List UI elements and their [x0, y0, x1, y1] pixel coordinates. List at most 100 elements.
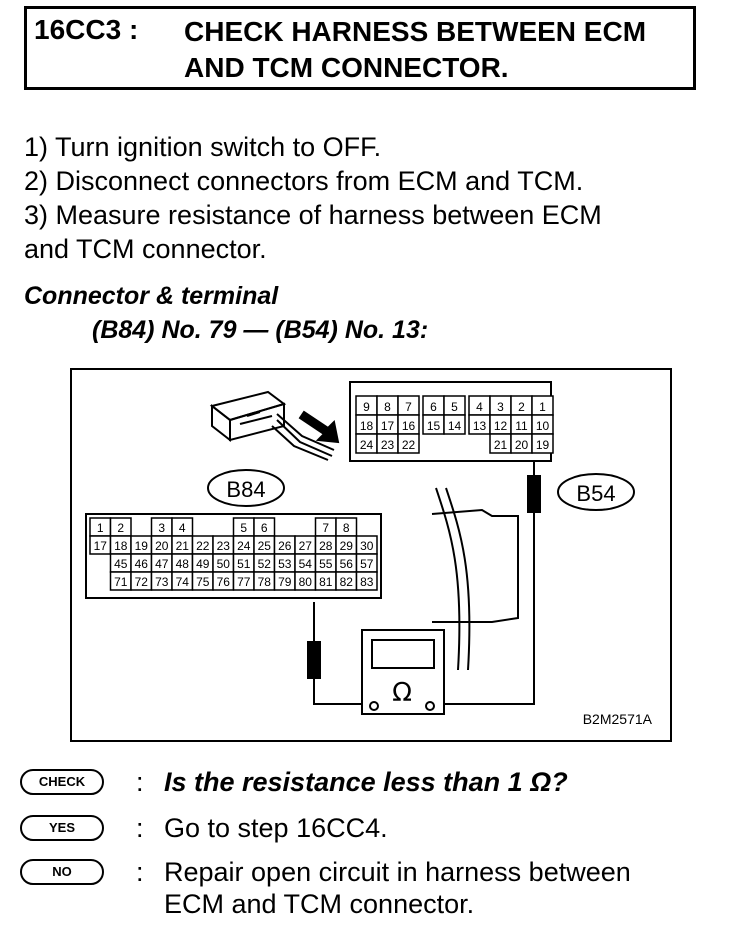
- b84-terminal-label: 47: [155, 557, 169, 571]
- step-code: 16CC3 :: [34, 14, 139, 45]
- b54-terminal-label: 4: [476, 400, 483, 414]
- yes-badge: YES: [20, 815, 104, 841]
- b84-terminal-label: 79: [278, 575, 292, 589]
- connector-sketch-icon: [209, 390, 340, 461]
- b54-terminal-label: 6: [430, 400, 437, 414]
- b84-terminal-label: 4: [179, 521, 186, 535]
- b54-terminal-label: 18: [360, 419, 374, 433]
- b54-terminal-label: 24: [360, 438, 374, 452]
- no-answer: Repair open circuit in harness between E…: [164, 857, 631, 919]
- b84-terminal-label: 21: [176, 539, 190, 553]
- check-colon: :: [136, 767, 144, 797]
- b84-terminal-label: 80: [299, 575, 313, 589]
- b54-cell: [531, 433, 554, 454]
- yes-colon: :: [136, 813, 144, 843]
- b84-terminal-label: 20: [155, 539, 169, 553]
- b54-terminal-label: 3: [497, 400, 504, 414]
- b84-terminal-label: 29: [340, 539, 354, 553]
- b84-terminal-label: 46: [135, 557, 149, 571]
- b84-terminal-label: 72: [135, 575, 149, 589]
- b84-terminal-label: 52: [258, 557, 272, 571]
- b84-label: B84: [226, 477, 265, 502]
- harness-curve-1: [435, 487, 461, 671]
- b54-terminal-label: 10: [536, 419, 550, 433]
- b84-terminal-label: 77: [237, 575, 251, 589]
- b54-terminal-label: 1: [539, 400, 546, 414]
- b54-terminal-label: 15: [427, 419, 441, 433]
- b54-cell: [443, 414, 466, 435]
- b84-terminal-label: 57: [360, 557, 374, 571]
- b84-terminal-label: 45: [114, 557, 128, 571]
- ohmmeter: Ω: [361, 629, 445, 715]
- no-colon: :: [136, 857, 144, 887]
- b84-terminal-label: 23: [217, 539, 231, 553]
- step-1: 1) Turn ignition switch to OFF.: [24, 132, 382, 162]
- b54-terminal-label: 17: [381, 419, 395, 433]
- yes-answer: Go to step 16CC4.: [164, 812, 724, 844]
- b54-terminal-label: 9: [363, 400, 370, 414]
- b84-terminal-label: 8: [343, 521, 350, 535]
- header-box: [24, 6, 696, 90]
- yes-answer-text: Go to step 16CC4.: [164, 813, 388, 843]
- b54-label-oval: [557, 473, 635, 511]
- b84-housing: [85, 513, 382, 599]
- b54-terminal-label: 20: [515, 438, 529, 452]
- b84-terminal-label: 82: [340, 575, 354, 589]
- b54-terminal-label: 7: [405, 400, 412, 414]
- b54-terminal-label: 5: [451, 400, 458, 414]
- check-question: Is the resistance less than 1 Ω?: [164, 767, 568, 797]
- b84-terminal-label: 22: [196, 539, 210, 553]
- b84-terminal-label: 19: [135, 539, 149, 553]
- b84-cell: [355, 571, 378, 591]
- b84-terminal-label: 18: [114, 539, 128, 553]
- harness-curve-2: [445, 487, 471, 671]
- b84-terminal-label: 74: [176, 575, 190, 589]
- b84-terminal-label: 3: [158, 521, 165, 535]
- b54-terminal-label: 21: [494, 438, 508, 452]
- b54-cell: [397, 433, 420, 454]
- b54-terminal-label: 8: [384, 400, 391, 414]
- b84-terminal-label: 54: [299, 557, 313, 571]
- probe-wires: [307, 460, 541, 705]
- step-2: 2) Disconnect connectors from ECM and TC…: [24, 166, 584, 196]
- b84-terminal-label: 1: [97, 521, 104, 535]
- b84-terminal-label: 83: [360, 575, 374, 589]
- b84-terminal-label: 78: [258, 575, 272, 589]
- check-badge: CHECK: [20, 769, 104, 795]
- b84-terminal-label: 2: [117, 521, 124, 535]
- b84-terminal-label: 75: [196, 575, 210, 589]
- b54-label: B54: [576, 481, 615, 506]
- step-3: 3) Measure resistance of harness between…: [24, 200, 602, 230]
- b84-terminal-label: 27: [299, 539, 313, 553]
- b84-terminal-label: 30: [360, 539, 374, 553]
- b84-terminal-label: 25: [258, 539, 272, 553]
- no-badge: NO: [20, 859, 104, 885]
- step-3-continued: and TCM connector.: [24, 234, 267, 264]
- b54-terminal-label: 23: [381, 438, 395, 452]
- b84-terminal-label: 50: [217, 557, 231, 571]
- b84-label-oval: [207, 469, 285, 507]
- connector-terminal-heading: Connector & terminal: [24, 282, 279, 310]
- b84-terminal-label: 55: [319, 557, 333, 571]
- b84-terminal-label: 81: [319, 575, 333, 589]
- b54-terminal-label: 13: [473, 419, 487, 433]
- b84-terminal-label: 26: [278, 539, 292, 553]
- b84-terminal-label: 49: [196, 557, 210, 571]
- b84-terminal-label: 76: [217, 575, 231, 589]
- b84-terminal-label: 7: [322, 521, 329, 535]
- b54-terminal-label: 12: [494, 419, 508, 433]
- b84-terminal-label: 51: [237, 557, 251, 571]
- ohm-symbol: Ω: [392, 678, 412, 708]
- b84-terminal-label: 53: [278, 557, 292, 571]
- b54-terminal-label: 22: [402, 438, 416, 452]
- procedure-steps: 1) Turn ignition switch to OFF. 2) Disco…: [24, 130, 714, 266]
- b54-terminal-label: 11: [515, 419, 528, 433]
- b84-terminal-label: 6: [261, 521, 268, 535]
- b54-terminal-label: 19: [536, 438, 550, 452]
- b84-terminal-label: 73: [155, 575, 169, 589]
- b54-terminal-label: 2: [518, 400, 525, 414]
- b84-terminal-label: 24: [237, 539, 251, 553]
